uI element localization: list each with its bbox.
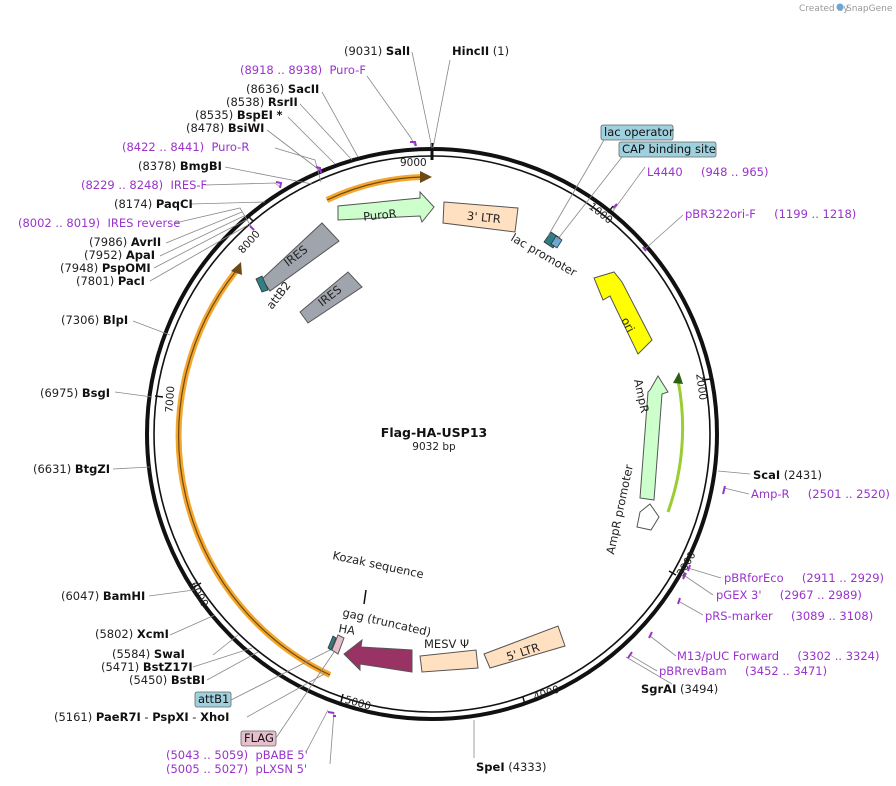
cap-site-marker: [550, 235, 563, 249]
lac-promoter-label: lac promoter: [509, 230, 580, 279]
enzyme-bamhi[interactable]: (6047) BamHI: [61, 589, 145, 603]
primer-markers: [249, 141, 726, 717]
enzyme-hincii[interactable]: HincII (1): [452, 44, 509, 58]
attb2-marker: [255, 275, 269, 293]
lac-operator-box[interactable]: lac operator: [600, 124, 674, 141]
enzyme-blpi[interactable]: (7306) BlpI: [61, 313, 128, 327]
kozak-label: Kozak sequence: [331, 548, 425, 581]
enzyme-sacii[interactable]: (8636) SacII: [246, 82, 319, 96]
cap-site-box[interactable]: CAP binding site: [618, 141, 717, 158]
ltr3-label: 3' LTR: [466, 209, 501, 226]
enzyme-paqci[interactable]: (8174) PaqCI: [114, 197, 193, 211]
enzyme-bspei[interactable]: (8535) BspEI *: [195, 108, 283, 122]
created-by-label: Created by: [799, 4, 849, 14]
plasmid-size: 9032 bp: [412, 441, 456, 453]
ires-feature-2[interactable]: [299, 271, 363, 324]
leader-lines: [112, 51, 751, 765]
ha-tag-marker: [331, 634, 345, 655]
plasmid-name: Flag-HA-USP13: [381, 425, 487, 440]
puror-feature-arrow[interactable]: [337, 190, 435, 224]
enzyme-bsgi[interactable]: (6975) BsgI: [40, 386, 110, 400]
mesv-psi-feature[interactable]: [419, 649, 479, 673]
primer-puro-f[interactable]: (8918 .. 8938) Puro-F: [240, 63, 366, 77]
lac-operator-box-label: lac operator: [604, 125, 674, 139]
attb1-box[interactable]: attB1: [194, 691, 232, 708]
tick-label-6000: 6000: [187, 580, 211, 609]
orf-arc-top: [325, 174, 423, 203]
orf-arc-top-line: [326, 176, 423, 201]
flag-leader: [275, 651, 335, 739]
primer-l4440[interactable]: L4440 (948 .. 965): [647, 165, 768, 179]
enzyme-sgrai[interactable]: SgrAI (3494): [641, 682, 718, 696]
tick-label-2000: 2000: [693, 373, 709, 401]
orf-arc-left: [175, 269, 332, 678]
snapgene-logo-icon: [836, 3, 844, 11]
orf-arc-left-line: [178, 270, 331, 676]
kozak-marker: [363, 589, 367, 605]
primer-pgex-3[interactable]: pGEX 3' (2967 .. 2989): [716, 588, 862, 602]
enzyme-btgzi[interactable]: (6631) BtgZI: [33, 462, 110, 476]
snapgene-brand: SnapGene: [846, 4, 893, 14]
attb1-leader: [230, 649, 331, 701]
ha-label: HA: [337, 621, 356, 638]
primer-pbabe-5[interactable]: (5043 .. 5059) pBABE 5': [166, 748, 308, 762]
enzyme-bstz17i[interactable]: (5471) BstZ17I: [101, 660, 193, 674]
primer-pbrforeco[interactable]: pBRforEco (2911 .. 2929): [724, 571, 884, 585]
primer-amp-r[interactable]: Amp-R (2501 .. 2520): [751, 487, 890, 501]
enzyme-paer7i-pspxi-xhoi[interactable]: (5161) PaeR7I - PspXI - XhoI: [54, 710, 229, 724]
primer-plxsn-5[interactable]: (5005 .. 5027) pLXSN 5': [166, 762, 307, 776]
flag-box[interactable]: FLAG: [240, 730, 277, 747]
tick-label-7000: 7000: [164, 386, 178, 414]
primer-pbrrevbam[interactable]: pBRrevBam (3452 .. 3471): [659, 664, 827, 678]
ires-feature-1[interactable]: [261, 222, 340, 292]
orf-arrowhead-left: [231, 262, 242, 275]
gag-label: gag (truncated): [341, 605, 432, 639]
enzyme-pspomi[interactable]: (7948) PspOMI: [60, 261, 151, 275]
enzyme-swai[interactable]: (5584) SwaI: [112, 647, 185, 661]
enzyme-xcmi[interactable]: (5802) XcmI: [95, 627, 169, 641]
ampr-orf-arc: [666, 379, 685, 513]
tick-label-9000: 9000: [400, 157, 427, 169]
tick-label-4000: 4000: [532, 684, 561, 704]
ltr3-feature[interactable]: [442, 201, 519, 233]
enzyme-bsiwi[interactable]: (8478) BsiWI: [186, 121, 264, 135]
gag-truncated-arrow[interactable]: [343, 638, 413, 673]
enzyme-spei[interactable]: SpeI (4333): [476, 760, 547, 774]
ampr-feature-arrow[interactable]: [639, 375, 669, 501]
enzyme-rsrii[interactable]: (8538) RsrII: [226, 95, 298, 109]
primer-puro-r[interactable]: (8422 .. 8441) Puro-R: [122, 140, 249, 154]
puror-label: PuroR: [362, 206, 397, 223]
cap-site-box-label: CAP binding site: [622, 142, 716, 156]
attb1-marker: [327, 635, 337, 651]
enzyme-scai[interactable]: ScaI (2431): [753, 468, 822, 482]
mesv-psi-label: MESV Ψ: [424, 637, 469, 651]
orf-arrowhead-top: [420, 171, 432, 183]
enzyme-apai[interactable]: (7952) ApaI: [84, 248, 155, 262]
tick-marks: [154, 150, 712, 706]
primer-ires-f[interactable]: (8229 .. 8248) IRES-F: [81, 178, 207, 192]
flag-box-label: FLAG: [244, 731, 274, 745]
attb1-box-label: attB1: [198, 692, 229, 706]
ampr-orf-arrowhead: [673, 372, 683, 384]
ltr5-feature[interactable]: [483, 625, 566, 669]
enzyme-bmgbi[interactable]: (8378) BmgBI: [138, 159, 222, 173]
primer-m13-puc-forward[interactable]: M13/pUC Forward (3302 .. 3324): [677, 649, 880, 663]
enzyme-paci[interactable]: (7801) PacI: [76, 274, 145, 288]
primer-prs-marker[interactable]: pRS-marker (3089 .. 3108): [705, 609, 873, 623]
enzyme-avrii[interactable]: (7986) AvrII: [89, 235, 161, 249]
primer-ires-reverse[interactable]: (8002 .. 8019) IRES reverse: [18, 216, 180, 230]
enzyme-bstbi[interactable]: (5450) BstBI: [129, 673, 205, 687]
ampr-label: AmpR: [631, 378, 652, 415]
enzyme-sali[interactable]: (9031) SalI: [344, 44, 410, 58]
ori-feature-arrow[interactable]: [593, 271, 653, 355]
primer-pbr322ori-f[interactable]: pBR322ori-F (1199 .. 1218): [685, 207, 856, 221]
ori-label: ori: [618, 315, 637, 335]
lac-operator-leader: [547, 139, 605, 237]
cap-site-leader: [556, 156, 623, 241]
ampr-promoter-arrow[interactable]: [636, 503, 660, 531]
ampr-promoter-label: AmpR promoter: [603, 463, 636, 556]
